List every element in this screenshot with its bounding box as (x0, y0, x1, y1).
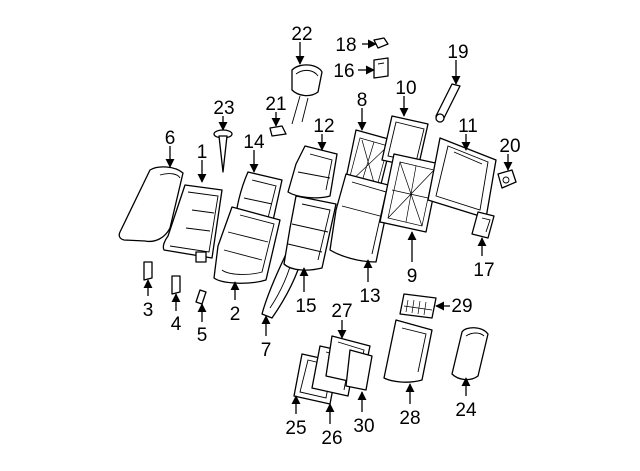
callout-13: 13 (359, 286, 380, 307)
callout-21: 21 (265, 94, 286, 115)
part-15-shape (283, 195, 337, 271)
callout-28: 28 (399, 408, 420, 429)
callout-16: 16 (333, 61, 354, 82)
callout-14: 14 (243, 132, 265, 153)
callout-23: 23 (213, 98, 234, 119)
part-21-shape (269, 125, 287, 137)
callout-3: 3 (143, 300, 154, 321)
part-4-shape (171, 275, 181, 295)
callout-27: 27 (331, 301, 352, 322)
part-9-shape (379, 153, 441, 233)
callout-12: 12 (313, 116, 334, 137)
callout-15: 15 (295, 296, 316, 317)
callout-30: 30 (353, 416, 374, 437)
part-shapes (118, 37, 517, 405)
callout-labels: 1 2 3 4 5 6 7 8 9 10 11 12 13 14 15 16 1… (143, 24, 521, 449)
callout-7: 7 (261, 340, 272, 361)
callout-20: 20 (499, 136, 520, 157)
callout-4: 4 (171, 314, 182, 335)
callout-22: 22 (291, 24, 312, 45)
callout-18: 18 (335, 35, 356, 56)
part-29-shape (399, 293, 437, 319)
part-18-shape (373, 37, 389, 49)
part-20-shape (497, 169, 517, 189)
callout-5: 5 (197, 325, 208, 346)
part-11-shape (427, 137, 497, 219)
callout-2: 2 (230, 304, 241, 325)
callout-26: 26 (321, 428, 342, 449)
callout-8: 8 (357, 90, 368, 111)
part-28-shape (383, 319, 433, 383)
part-19-shape (435, 83, 461, 123)
callout-17: 17 (473, 260, 494, 281)
callout-6: 6 (165, 128, 176, 149)
callout-25: 25 (285, 418, 306, 439)
part-2-shape (213, 206, 281, 284)
callout-24: 24 (455, 400, 477, 421)
part-3-shape (143, 261, 153, 281)
part-13-shape (329, 173, 393, 263)
part-1-shape (162, 184, 223, 263)
part-5-shape (195, 289, 207, 305)
part-22-shape (291, 64, 323, 125)
part-17-shape (471, 211, 495, 239)
part-16-shape (373, 57, 389, 79)
callout-29: 29 (451, 296, 472, 317)
callout-9: 9 (407, 266, 418, 287)
leader-lines (143, 39, 513, 424)
callout-11: 11 (458, 116, 478, 137)
part-23-shape (213, 129, 233, 173)
callout-19: 19 (447, 42, 468, 63)
callout-1: 1 (197, 142, 208, 163)
part-12-shape (287, 145, 338, 199)
part-30-shape (345, 349, 373, 391)
part-24-shape (451, 327, 489, 381)
callout-10: 10 (395, 78, 416, 99)
